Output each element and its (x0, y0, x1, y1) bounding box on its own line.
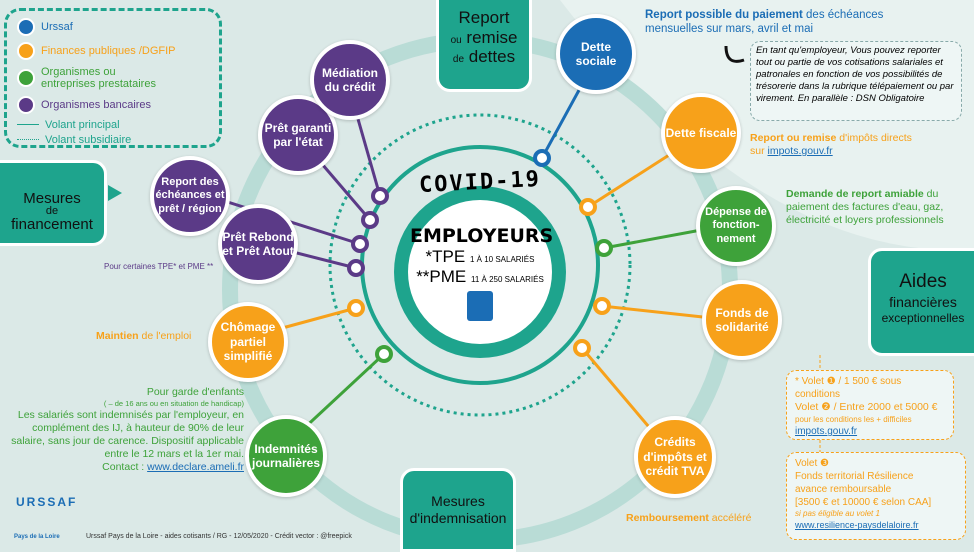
node-pret-garanti[interactable]: Prêt garanti par l'état (258, 95, 338, 175)
footer-region: Pays de la Loire (14, 534, 60, 540)
pour-certaines-note: Pour certaines TPE* et PME ** (104, 262, 214, 271)
node-report-echeances[interactable]: Report des échéances et prêt / région (150, 156, 230, 236)
employeurs-title: EMPLOYEURS (410, 225, 554, 247)
legend-bancaires: Organismes bancaires (41, 99, 152, 111)
report-l4: de (452, 54, 465, 66)
financement-l1: Mesures (23, 190, 81, 207)
indemnisation-l1: Mesures (431, 493, 485, 509)
remboursement-rest: accéléré (708, 512, 752, 524)
volet-2-sub: pour les conditions les + difficiles (795, 414, 912, 424)
volet-3-l2: avance remboursable (795, 484, 892, 495)
garde-title: Pour garde d'enfants (146, 386, 244, 398)
financement-l2: de (45, 205, 59, 217)
pme-desc: 11 À 250 SALARIÉS (471, 275, 544, 284)
impots-bold: Report ou remise (750, 132, 837, 144)
tpe-label: *TPE (425, 247, 466, 266)
node-chomage-partiel[interactable]: Chômage partiel simplifié (208, 302, 288, 382)
footer-credit: Urssaf Pays de la Loire - aides cotisant… (86, 533, 352, 540)
report-l5: dettes (468, 47, 516, 67)
aides-l1: Aides (899, 271, 947, 292)
node-indemnites[interactable]: Indemnités journalières (245, 415, 327, 497)
volet-3-l1: Fonds territorial Résilience (795, 471, 914, 482)
tpe-desc: 1 À 10 SALARIÉS (469, 255, 535, 264)
node-depense-fonctionnement[interactable]: Dépense de fonction-nement (696, 186, 776, 266)
node-credits-impots[interactable]: Crédits d'impôts et crédit TVA (634, 416, 716, 498)
impots-note: Report ou remise d'impôts directs sur imp… (750, 132, 950, 158)
legend-sub-line: Volant subsidiaire (45, 133, 132, 146)
maintien-bold: Maintien (96, 330, 139, 342)
amiable-rest: du paiement des factures d'eau, gaz, éle… (786, 188, 944, 227)
legend-prestataires: Organismes ou entreprises prestataires (41, 66, 156, 90)
amiable-bold: Demande de report amiable (786, 188, 924, 200)
node-pret-rebond[interactable]: Prêt Rebond et Prêt Atout (218, 204, 298, 284)
aides-l2: financières (889, 293, 957, 310)
remboursement-bold: Remboursement (626, 512, 709, 524)
volet-3-l3: [3500 € et 10000 € selon CAA] (795, 497, 932, 508)
remboursement-note: Remboursement accéléré (626, 512, 751, 525)
report-l2: ou (450, 34, 462, 46)
legend-urssaf: Urssaf (41, 21, 73, 33)
impots-link[interactable]: impots.gouv.fr (767, 145, 833, 158)
financement-l3: financement (11, 216, 93, 233)
building-icon (467, 291, 493, 321)
impots-link-2[interactable]: impots.gouv.fr (795, 426, 858, 438)
volet-3-l4: si pas éligible au volet 1 (795, 509, 880, 518)
node-dette-fiscale[interactable]: Dette fiscale (661, 93, 741, 173)
maintien-note: Maintien de l'emploi (96, 330, 191, 343)
volet-2: Volet ❷ / Entre 2000 et 5000 € (795, 401, 938, 413)
impots-sur: sur (750, 145, 768, 158)
urssaf-note: Report possible du paiement des échéance… (645, 8, 935, 37)
sub-ring (328, 113, 632, 417)
urssaf-note-rest: des échéances mensuelles sur mars, avril… (645, 9, 884, 36)
contact-label: Contact : (102, 461, 148, 473)
impots-rest: d'impôts directs (836, 132, 912, 144)
legend: Urssaf Finances publiques /DGFIP Organis… (4, 8, 222, 148)
node-fonds-solidarite[interactable]: Fonds de solidarité (702, 280, 782, 360)
legend-dgfip: Finances publiques /DGFIP (41, 45, 176, 57)
arrow-icon (724, 45, 745, 63)
garde-sub: ( – de 16 ans ou en situation de handica… (103, 399, 244, 409)
aides-l3: exceptionnelles (881, 310, 965, 325)
node-mediation-credit[interactable]: Médiation du crédit (310, 40, 390, 120)
volet-3-box: Volet ❸ Fonds territorial Résilience avanc… (786, 452, 966, 540)
center-employeurs: EMPLOYEURS *TPE 1 À 10 SALARIÉS **PME 11… (410, 225, 554, 325)
ameli-link[interactable]: www.declare.ameli.fr (147, 461, 244, 473)
garde-text: Les salariés sont indemnisés par l'emplo… (11, 408, 244, 460)
node-dette-sociale[interactable]: Dette sociale (556, 14, 636, 94)
urssaf-logo: URSSAF (16, 495, 78, 509)
legend-main-line: Volant principal (45, 118, 120, 131)
urssaf-note-bold: Report possible du paiement (645, 9, 803, 21)
volet-1: * Volet ❶ / 1 500 € sous conditions (795, 376, 902, 400)
maintien-rest: de l'emploi (138, 330, 192, 342)
resilience-link[interactable]: www.resilience-paysdelaloire.fr (795, 520, 919, 531)
report-l3: remise (466, 27, 518, 47)
volet-3: Volet ❸ (795, 458, 829, 469)
indemnisation-l2: d'indemnisation (409, 509, 507, 526)
pme-label: **PME (416, 267, 467, 286)
garde-note: Pour garde d'enfants( – de 16 ans ou en … (10, 386, 244, 474)
report-l1: Report (458, 8, 510, 27)
urssaf-info-box: En tant qu'employeur, Vous pouvez report… (750, 41, 962, 121)
amiable-note: Demande de report amiable du paiement de… (786, 188, 974, 227)
